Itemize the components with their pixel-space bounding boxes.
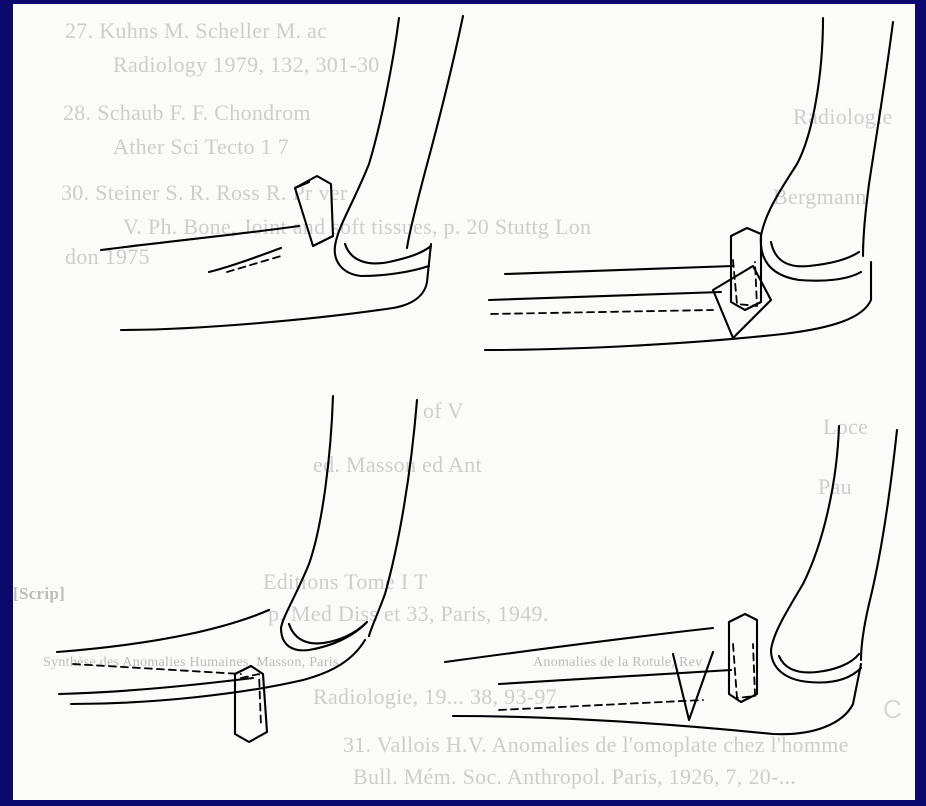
fracture-line	[489, 292, 721, 300]
olecranon-fragment	[295, 176, 333, 246]
fragment-wedge	[713, 266, 771, 338]
ulna-upper	[101, 226, 299, 250]
fracture-wedge	[673, 652, 713, 720]
panel-top-left	[101, 16, 463, 330]
fracture-line	[499, 670, 731, 684]
ulna-upper	[57, 610, 269, 652]
olecranon-inner	[779, 654, 859, 672]
humerus-shaft-back	[369, 400, 417, 636]
humerus-shaft	[771, 426, 861, 682]
humerus-shaft-back	[863, 22, 893, 256]
fragment-dashed	[733, 644, 755, 698]
elbow-fracture-diagram	[13, 4, 915, 800]
fracture-dashed	[73, 664, 241, 674]
olecranon-inner	[771, 242, 859, 266]
humerus-shaft	[281, 396, 365, 650]
ulna-upper	[505, 266, 733, 274]
panel-top-right	[485, 18, 893, 350]
ulna-lower	[485, 262, 871, 350]
panel-bottom-right	[445, 426, 897, 734]
panel-bottom-left	[57, 396, 417, 742]
fracture-dashed	[499, 700, 703, 710]
fracture-line	[59, 678, 253, 694]
fracture-line	[209, 248, 281, 272]
olecranon-inner	[345, 244, 431, 263]
humerus-shaft	[761, 18, 861, 281]
humerus-shaft	[335, 18, 429, 276]
humerus-shaft-back	[861, 430, 897, 660]
fragment-dashed	[241, 674, 261, 726]
fracture-dashed	[491, 310, 713, 314]
humerus-shaft-back	[407, 16, 463, 248]
slide: 27. Kuhns M. Scheller M. ac Radiology 19…	[13, 4, 915, 800]
